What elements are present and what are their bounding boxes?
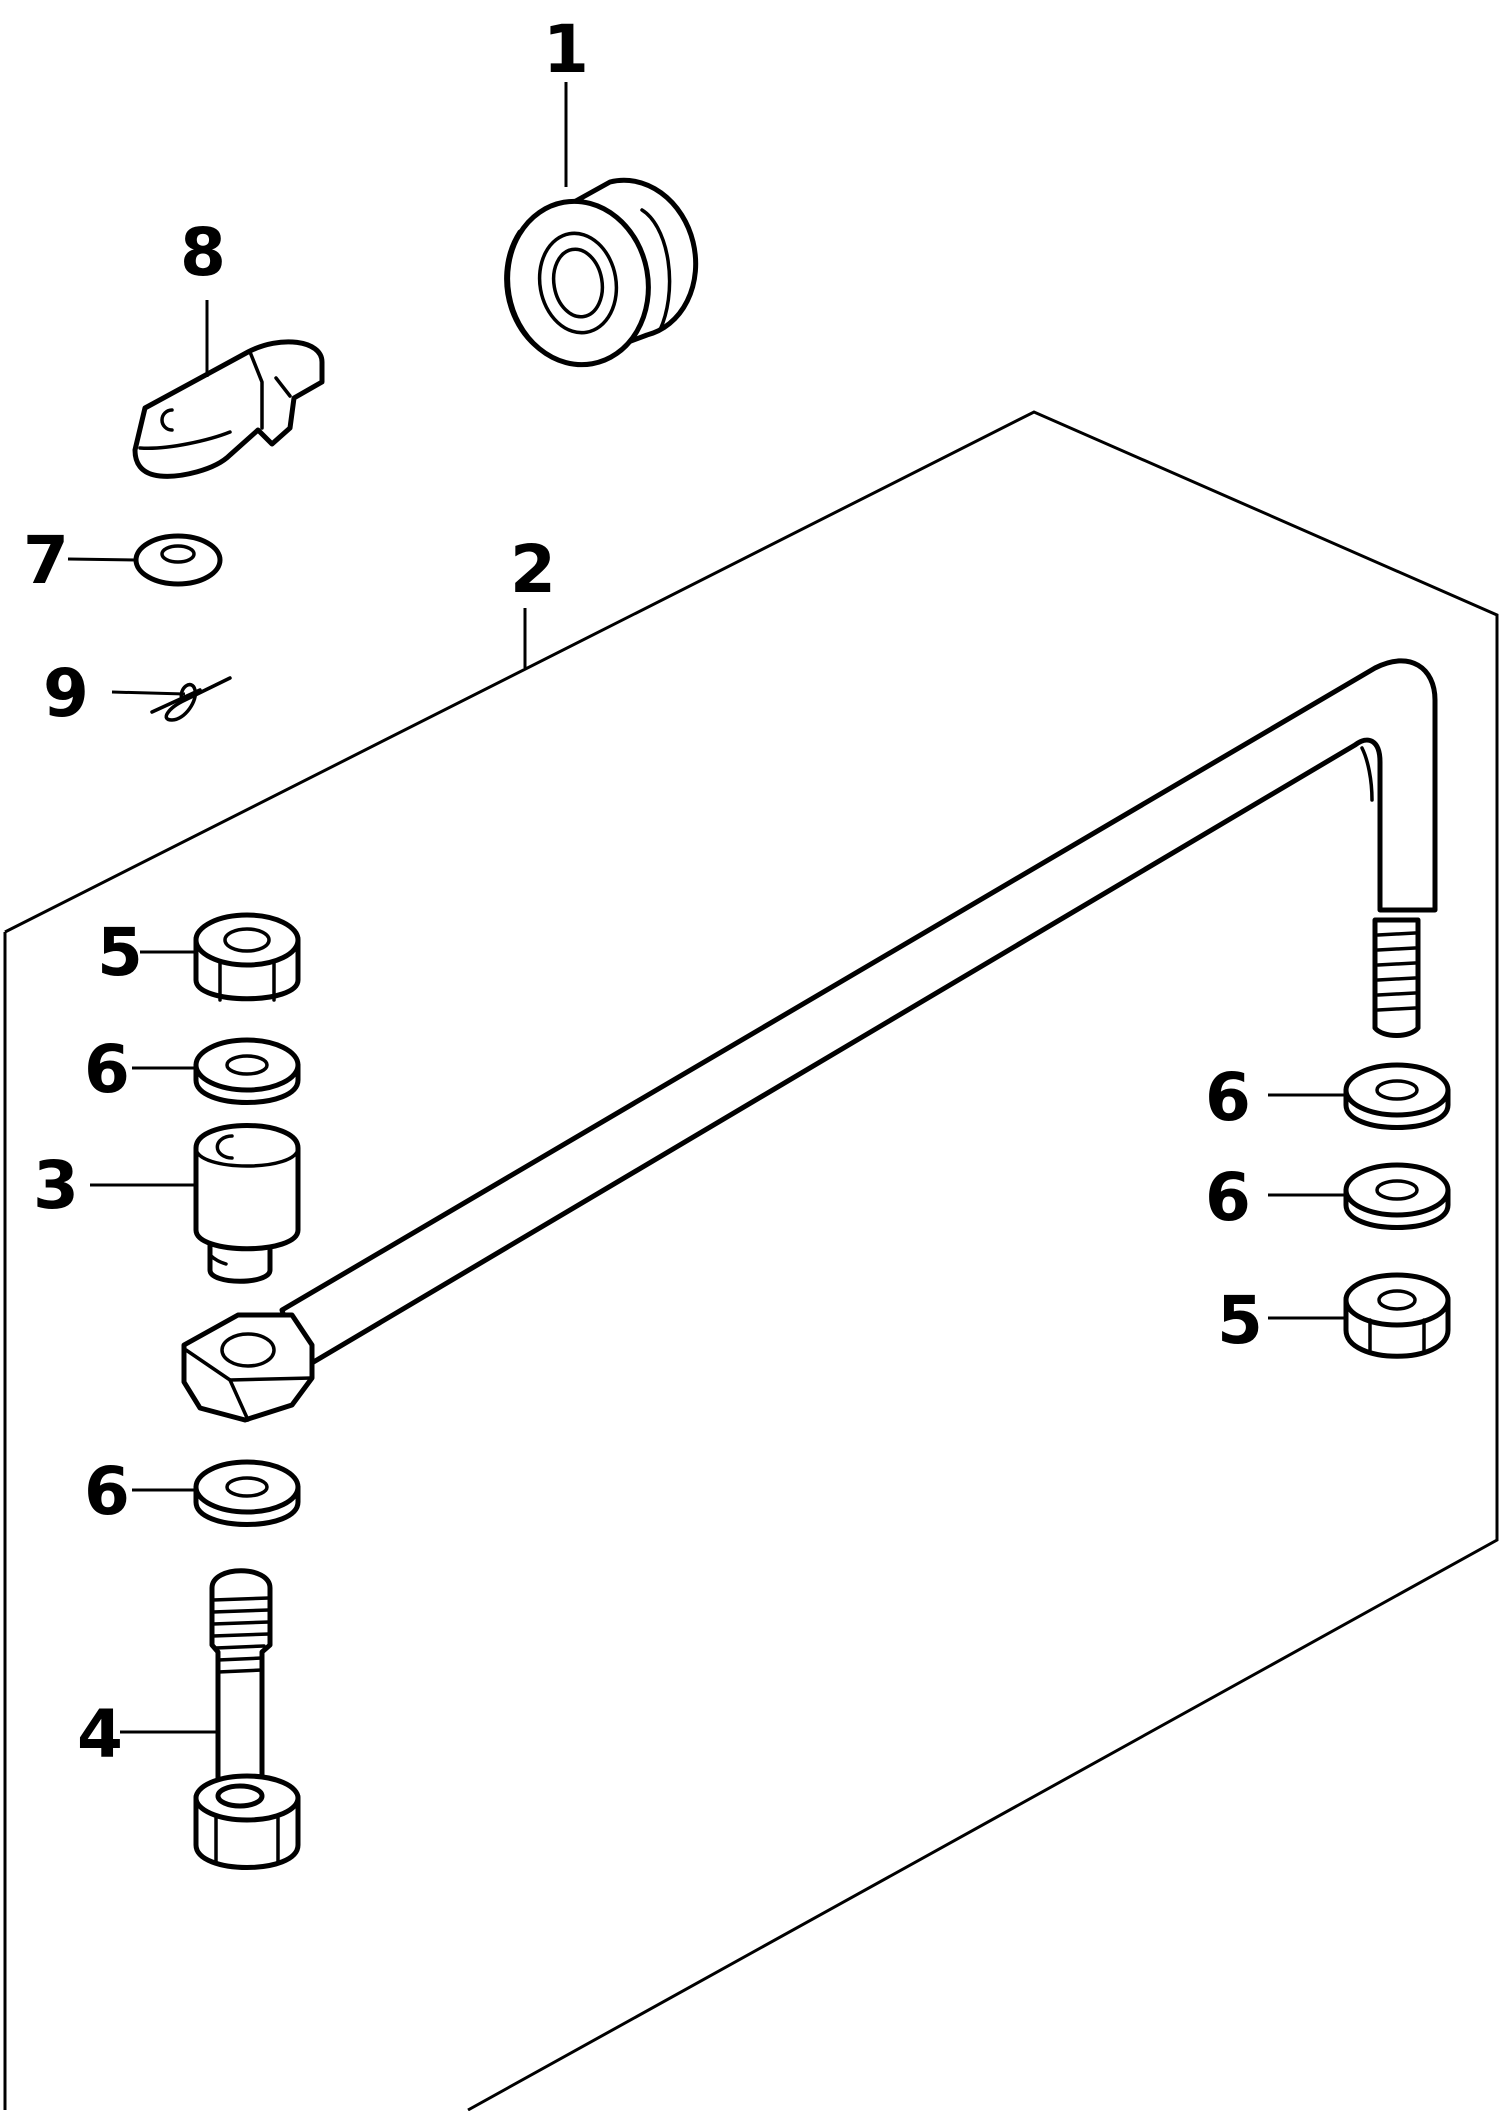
leader-lines [67, 82, 1346, 1734]
callout-2: 2 [510, 531, 556, 608]
callout-7: 7 [23, 522, 69, 599]
callout-4: 4 [77, 1696, 123, 1773]
callout-labels: 1 2 3 4 5 5 6 6 6 6 7 8 9 [23, 11, 1263, 1773]
part-8-lever [132, 339, 325, 479]
callout-6-right-upper: 6 [1205, 1059, 1251, 1136]
callout-3: 3 [33, 1147, 79, 1224]
callout-6-left-lower: 6 [84, 1453, 130, 1530]
part-1-bushing [504, 177, 699, 368]
part-6-washer-left-upper [193, 1037, 301, 1105]
part-3-spacer [193, 1123, 301, 1284]
callout-9: 9 [43, 655, 89, 732]
part-5-nut-right [1343, 1272, 1451, 1359]
part-9-cotter-pin [150, 676, 232, 722]
callout-6-left-upper: 6 [84, 1031, 130, 1108]
callout-1: 1 [543, 11, 589, 88]
part-6-washer-right-upper [1343, 1062, 1451, 1130]
callout-5-right: 5 [1217, 1282, 1263, 1359]
callout-5-left: 5 [97, 914, 143, 991]
part-7-washer [133, 533, 223, 587]
part-5-nut-left [193, 912, 301, 1002]
callout-6-right-lower: 6 [1205, 1159, 1251, 1236]
part-6-washer-right-lower [1343, 1162, 1451, 1230]
part-6-washer-left-lower [193, 1459, 301, 1527]
kit-frame [3, 410, 1499, 2111]
part-2-link-rod [181, 658, 1438, 1423]
callout-8: 8 [180, 214, 226, 291]
part-4-bolt [193, 1568, 301, 1870]
